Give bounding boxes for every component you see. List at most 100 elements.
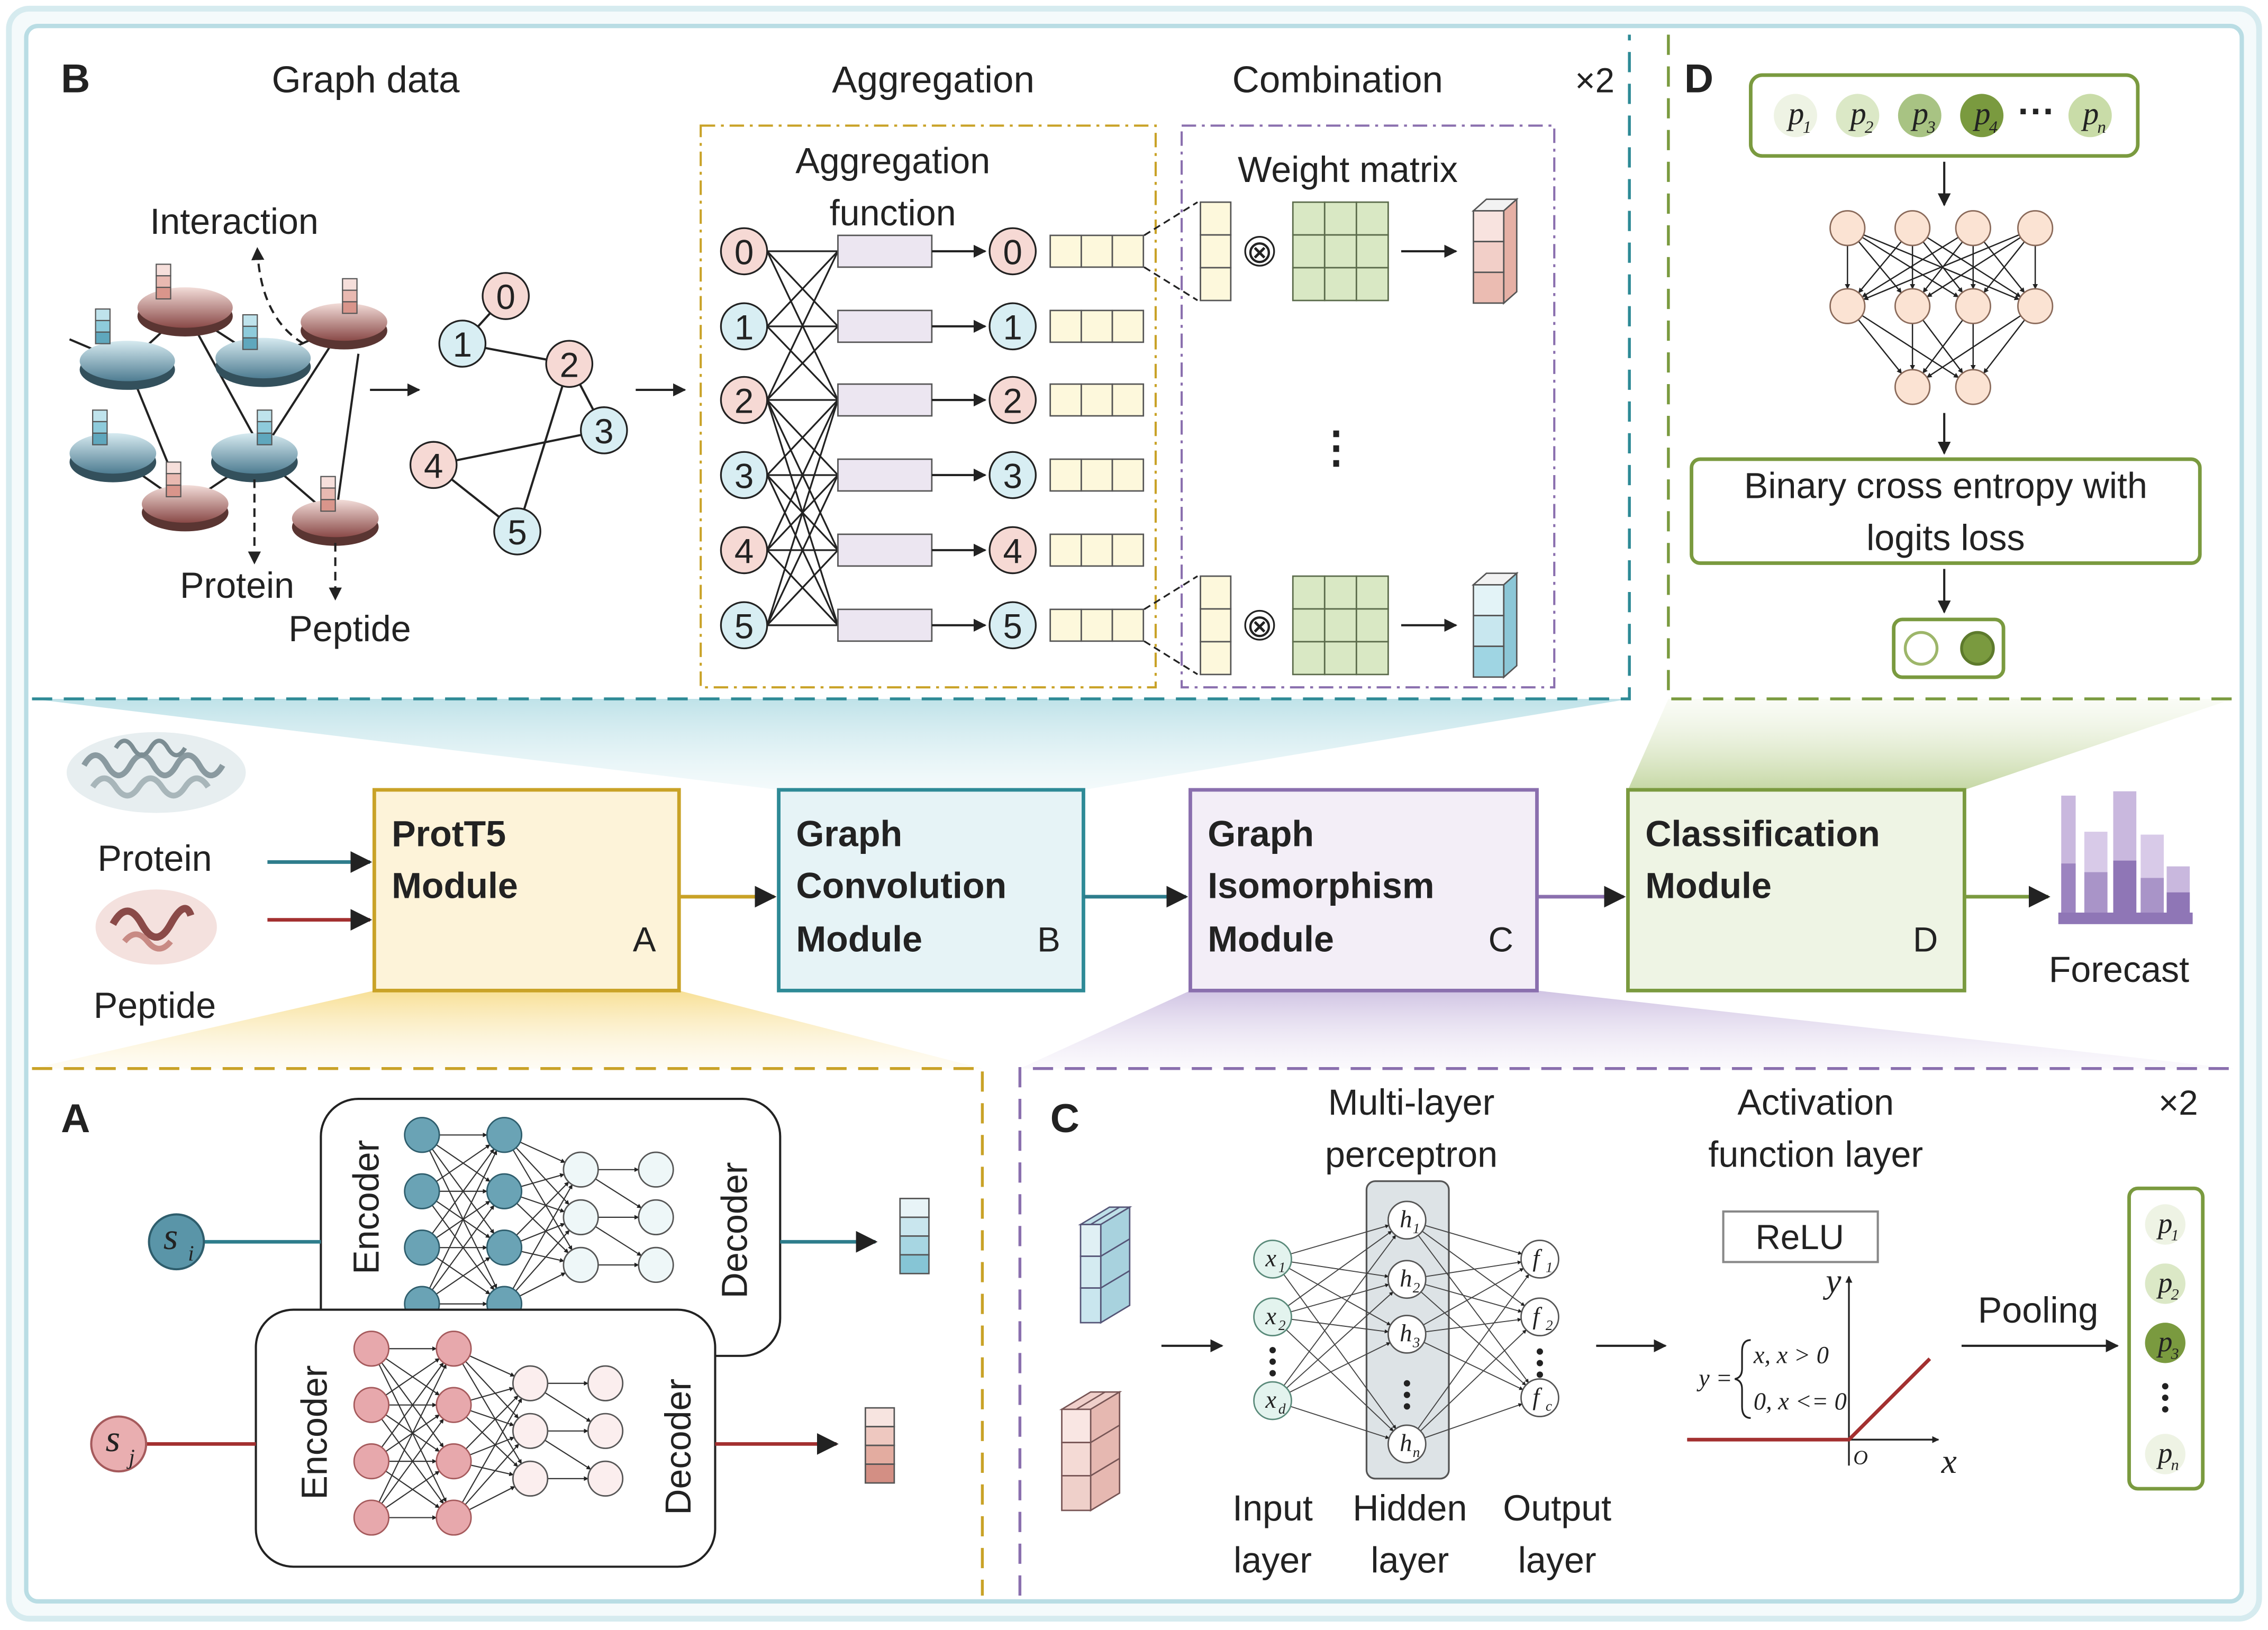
output-cube-cell (1473, 271, 1505, 304)
module-a-line2: Module (392, 866, 518, 906)
autoencoder-peptide-net (353, 1331, 624, 1536)
decoder-neuron (638, 1246, 674, 1283)
graph-node-label: 1 (453, 325, 472, 364)
input-neuron (1253, 1297, 1292, 1337)
source-node (720, 227, 768, 276)
autoencoder-edge (469, 1486, 515, 1510)
hidden-neuron-label: h (1400, 1321, 1412, 1347)
pipeline: Protein Peptide ProtT5 Module A Graph Co… (66, 732, 2193, 1026)
feature-block-protein (1078, 1206, 1132, 1324)
autoencoder-edge (461, 1398, 522, 1503)
network-edge (1926, 236, 2021, 298)
sj-node (90, 1415, 148, 1473)
peptide-label-b: Peptide (288, 609, 411, 649)
loss-box (1690, 457, 2202, 565)
aggregation-function-block (837, 458, 933, 492)
input-neuron (1253, 1381, 1292, 1420)
node-feature-cell (1081, 234, 1113, 268)
source-node (720, 601, 768, 650)
probability-node (1774, 94, 1817, 138)
input-layer-line2: layer (1233, 1540, 1312, 1580)
vertical-ellipsis-dot (1403, 1403, 1410, 1410)
autoencoder-edge (462, 1363, 522, 1464)
si-label: s (164, 1216, 178, 1258)
mlp-edge (1423, 1268, 1524, 1326)
node-feature-cell (1081, 608, 1113, 642)
relu-box (1722, 1210, 1879, 1263)
source-node-label: 4 (734, 532, 754, 570)
encoder-neuron (404, 1117, 440, 1153)
autoencoder-edge (436, 1144, 491, 1182)
peptide-structure-icon (95, 889, 217, 965)
hidden-layer-line2: layer (1371, 1540, 1449, 1580)
hidden-neuron (1387, 1260, 1427, 1299)
forecast-chart-icon (2058, 791, 2193, 924)
expand-line (1144, 201, 1198, 236)
autoencoder-edge (520, 1196, 565, 1213)
target-node (988, 227, 1037, 276)
autoencoder-edge (381, 1362, 444, 1448)
mlp-edge (1291, 1318, 1389, 1334)
neuron (1955, 288, 1991, 324)
encoder-label-peptide: Encoder (294, 1365, 334, 1499)
source-node (720, 376, 768, 424)
output-layer-line2: layer (1518, 1540, 1596, 1580)
vertical-ellipsis-dot (1269, 1358, 1276, 1365)
output-cube-cell (1473, 645, 1505, 678)
node-feature-cell (1111, 458, 1145, 492)
encoder-neuron (353, 1443, 390, 1480)
target-node-label: 3 (1003, 457, 1022, 496)
autoencoder-edge (545, 1392, 592, 1423)
feature-column-cell (1200, 234, 1232, 269)
node-feature-cell (1049, 234, 1082, 268)
output-cube-side (1503, 197, 1518, 305)
loss-line1: Binary cross entropy with (1744, 466, 2147, 506)
neuron (1955, 369, 1991, 405)
panel-a: A Encoder Decoder Encoder Decoder s i s … (61, 1096, 930, 1568)
vertical-ellipsis-dot (1269, 1346, 1276, 1353)
weight-matrix-cell (1323, 641, 1357, 676)
si-node (148, 1213, 205, 1271)
decoder-neuron (512, 1460, 549, 1497)
hidden-neuron (1387, 1200, 1427, 1240)
hidden-neuron-subscript: 3 (1412, 1335, 1420, 1351)
feature-column-cell (1200, 608, 1232, 643)
aggregation-function-block (837, 383, 933, 417)
vertical-ellipsis-dot (1536, 1371, 1543, 1378)
pooled-node-label: p (2156, 1267, 2172, 1299)
target-node-label: 5 (1003, 607, 1022, 645)
input-neuron-subscript: d (1278, 1401, 1286, 1417)
probability-subscript: 1 (1803, 118, 1811, 137)
decoder-neuron (563, 1199, 599, 1235)
autoencoder-edge (465, 1395, 519, 1450)
panel-b-letter: B (61, 57, 90, 102)
interaction-label: Interaction (150, 202, 319, 242)
decoder-neuron (563, 1246, 599, 1283)
source-node-label: 0 (734, 233, 754, 271)
neuron (2017, 288, 2054, 324)
autoencoder-edge (521, 1173, 565, 1187)
autoencoder-edge (470, 1464, 514, 1477)
node-feature-cell (1049, 533, 1082, 567)
hidden-neuron-subscript: 2 (1413, 1280, 1420, 1296)
aggregation-edge (766, 250, 839, 327)
weight-matrix-label: Weight matrix (1238, 150, 1458, 190)
otimes-symbol: ⊗ (1246, 608, 1273, 644)
aggregation-function-line2: function (830, 193, 956, 233)
vertical-ellipsis-dot (1536, 1348, 1543, 1355)
autoencoder-edge (595, 1226, 642, 1256)
relu-label: ReLU (1756, 1218, 1844, 1256)
decoder-neuron (638, 1199, 674, 1235)
mlp-edge (1290, 1283, 1390, 1313)
decoder-neuron (638, 1151, 674, 1188)
probability-node (1898, 94, 1942, 138)
autoencoder-edge (469, 1355, 515, 1377)
feature-column-cell (1200, 575, 1232, 610)
pooling-label: Pooling (1978, 1290, 2099, 1331)
graph-structure: 0 1 2 3 4 5 (409, 272, 628, 556)
hidden-layer-line1: Hidden (1353, 1488, 1467, 1528)
vertical-ellipsis-dot (1269, 1370, 1276, 1377)
probability-subscript: 2 (1865, 118, 1873, 137)
